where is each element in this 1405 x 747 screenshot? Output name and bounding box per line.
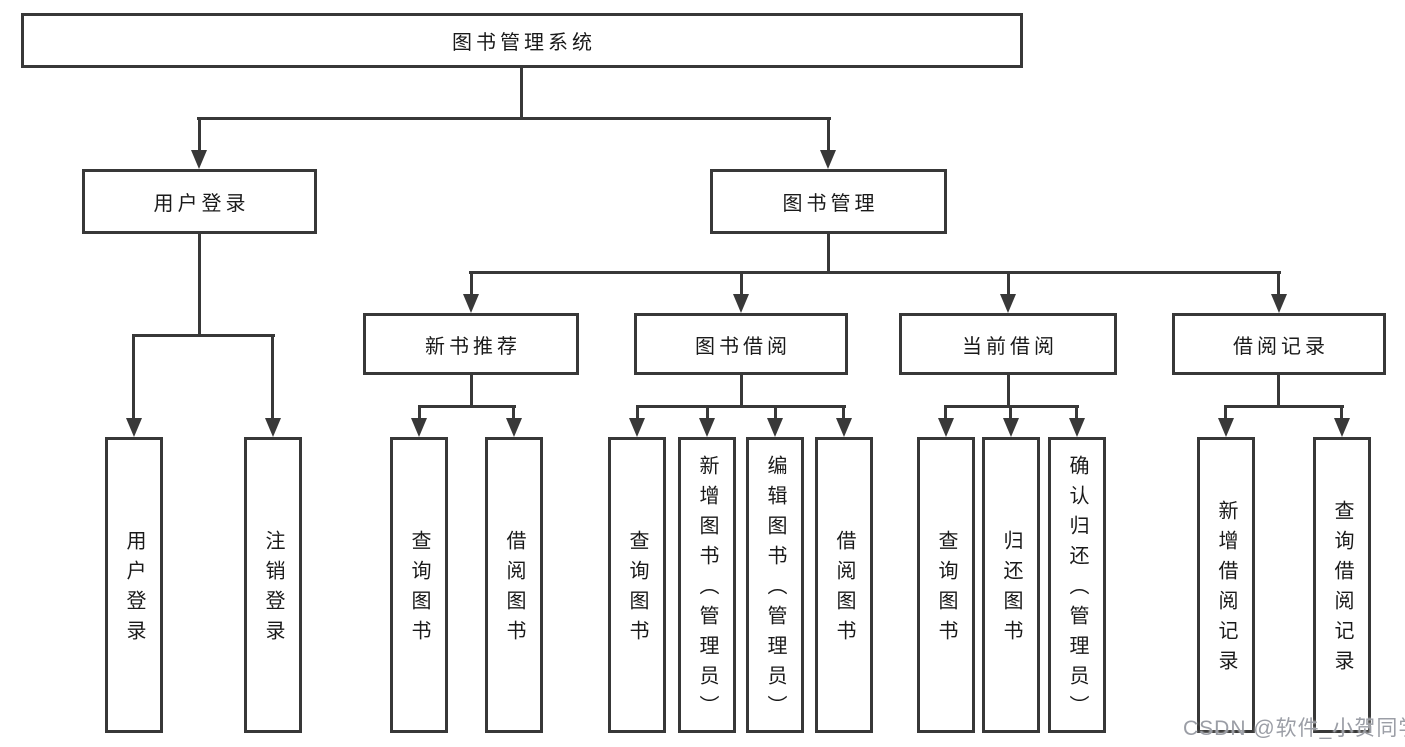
arrowhead-down-icon — [629, 418, 645, 437]
node-user-login: 用户登录 — [82, 169, 317, 234]
connector-line — [1009, 405, 1012, 420]
connector-line — [842, 405, 845, 420]
connector-line — [1075, 405, 1078, 420]
leaf-query-books-borrowing: 查询图书 — [608, 437, 666, 733]
arrowhead-down-icon — [1334, 418, 1350, 437]
connector-line — [418, 405, 516, 408]
connector-line — [827, 117, 830, 154]
connector-line — [1277, 271, 1280, 297]
leaf-borrow-books-borrowing: 借阅图书 — [815, 437, 873, 733]
arrowhead-down-icon — [1003, 418, 1019, 437]
node-current-borrowing: 当前借阅 — [899, 313, 1117, 375]
node-library-management-system: 图书管理系统 — [21, 13, 1023, 68]
connector-line — [470, 375, 473, 408]
leaf-confirm-return-admin: 确认归还（管理员） — [1048, 437, 1106, 733]
connector-line — [271, 334, 274, 420]
leaf-user-login: 用户登录 — [105, 437, 163, 733]
connector-line — [132, 334, 135, 420]
connector-line — [944, 405, 947, 420]
leaf-return-books: 归还图书 — [982, 437, 1040, 733]
arrowhead-down-icon — [411, 418, 427, 437]
connector-line — [198, 117, 201, 154]
connector-line — [827, 234, 830, 274]
arrowhead-down-icon — [463, 294, 479, 313]
connector-line — [636, 405, 639, 420]
connector-line — [469, 271, 1281, 274]
arrowhead-down-icon — [1000, 294, 1016, 313]
connector-line — [1007, 271, 1010, 297]
connector-line — [512, 405, 515, 420]
leaf-logout: 注销登录 — [244, 437, 302, 733]
connector-line — [132, 334, 275, 337]
leaf-edit-books-admin: 编辑图书（管理员） — [746, 437, 804, 733]
arrowhead-down-icon — [506, 418, 522, 437]
connector-line — [198, 234, 201, 337]
connector-line — [1007, 375, 1010, 408]
node-new-book-recommendation: 新书推荐 — [363, 313, 579, 375]
connector-line — [706, 405, 709, 420]
arrowhead-down-icon — [820, 150, 836, 169]
leaf-add-borrow-record: 新增借阅记录 — [1197, 437, 1255, 733]
node-book-borrowing: 图书借阅 — [634, 313, 848, 375]
leaf-add-books-admin: 新增图书（管理员） — [678, 437, 736, 733]
connector-line — [740, 375, 743, 408]
arrowhead-down-icon — [938, 418, 954, 437]
leaf-query-books-current: 查询图书 — [917, 437, 975, 733]
connector-line — [418, 405, 421, 420]
connector-line — [740, 271, 743, 297]
arrowhead-down-icon — [1069, 418, 1085, 437]
leaf-query-borrow-record: 查询借阅记录 — [1313, 437, 1371, 733]
arrowhead-down-icon — [733, 294, 749, 313]
connector-line — [1224, 405, 1344, 408]
arrowhead-down-icon — [699, 418, 715, 437]
watermark: CSDN @软件_小贺同学 — [1183, 717, 1405, 740]
node-borrowing-records: 借阅记录 — [1172, 313, 1386, 375]
arrowhead-down-icon — [836, 418, 852, 437]
connector-line — [1277, 375, 1280, 408]
arrowhead-down-icon — [265, 418, 281, 437]
connector-line — [197, 117, 831, 120]
arrowhead-down-icon — [1218, 418, 1234, 437]
leaf-borrow-books-recommend: 借阅图书 — [485, 437, 543, 733]
connector-line — [520, 68, 523, 120]
arrowhead-down-icon — [126, 418, 142, 437]
arrowhead-down-icon — [191, 150, 207, 169]
connector-line — [636, 405, 846, 408]
connector-line — [1224, 405, 1227, 420]
connector-line — [470, 271, 473, 297]
connector-line — [774, 405, 777, 420]
leaf-query-books-recommend: 查询图书 — [390, 437, 448, 733]
connector-line — [1340, 405, 1343, 420]
arrowhead-down-icon — [767, 418, 783, 437]
arrowhead-down-icon — [1271, 294, 1287, 313]
node-book-management: 图书管理 — [710, 169, 947, 234]
